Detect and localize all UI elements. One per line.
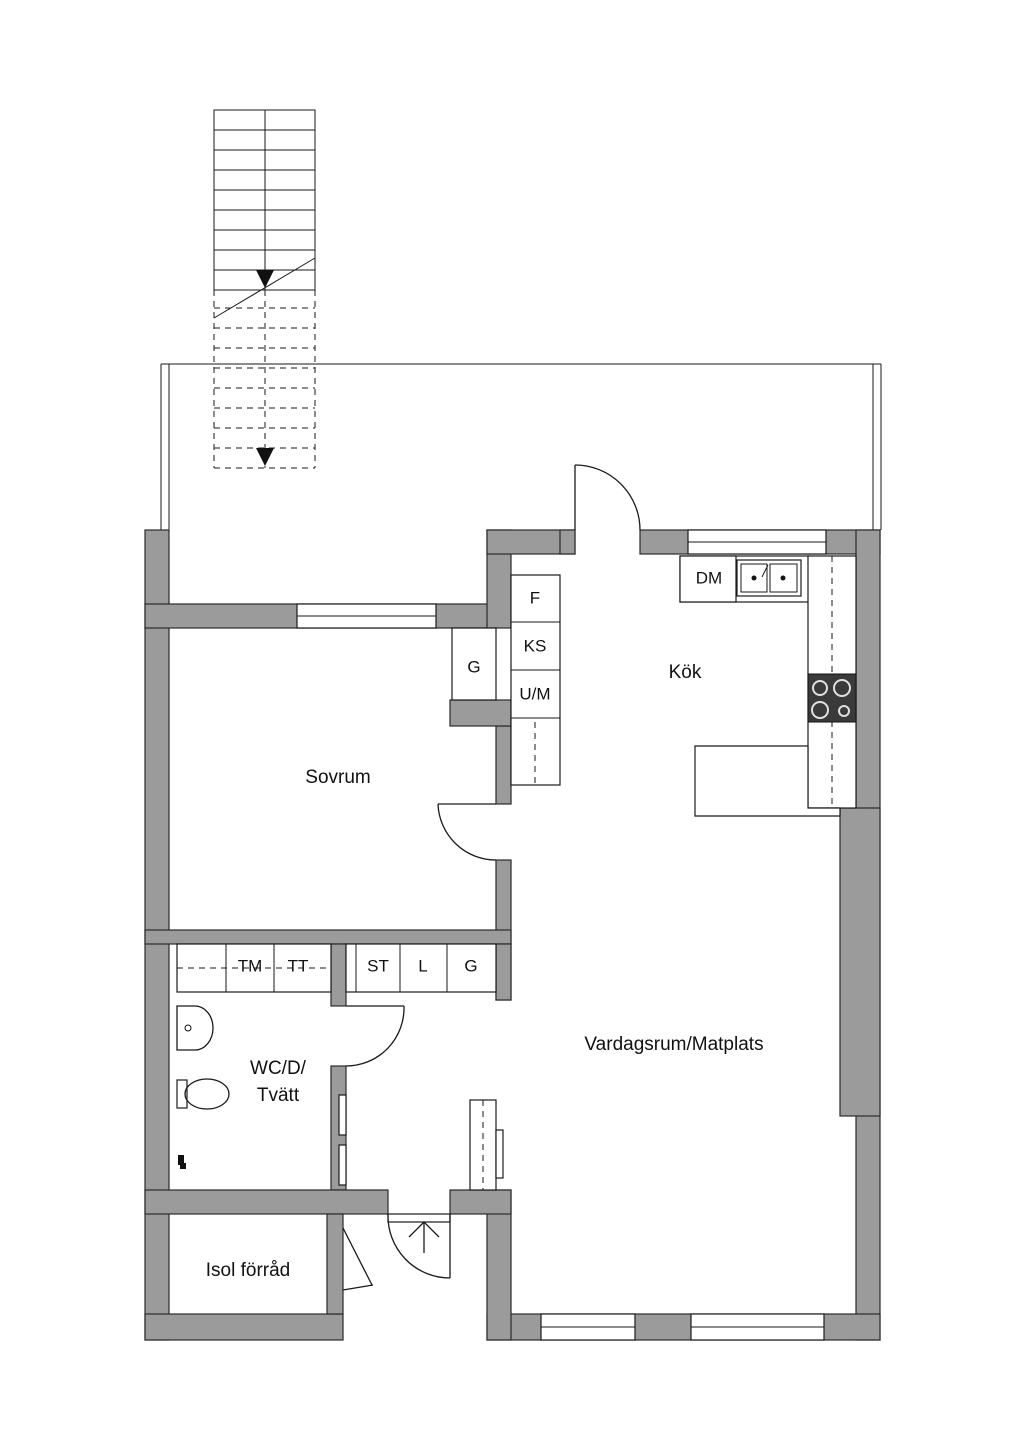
hall-cabinets — [338, 943, 504, 1191]
fixture-labels: F KS U/M DM G TM TT ST L G — [238, 568, 723, 975]
walls — [144, 529, 881, 1341]
fixture-label-wardrobe-hall: G — [464, 956, 477, 975]
fixture-label-wardrobe-bedroom: G — [467, 657, 480, 676]
radiator-icon — [495, 1129, 504, 1179]
fixture-label-oven-micro: U/M — [519, 684, 550, 703]
room-label-living: Vardagsrum/Matplats — [584, 1034, 763, 1055]
upper-floor-outline — [160, 363, 882, 530]
sink-icon — [736, 559, 802, 597]
fixture-label-linen-cabinet: L — [418, 956, 427, 975]
bathroom-fixtures — [176, 943, 332, 1169]
kitchen-fixtures — [510, 555, 857, 817]
fixture-label-drying-cabinet: TT — [288, 956, 309, 975]
room-labels: Sovrum Kök Vardagsrum/Matplats WC/D/ Tvä… — [206, 662, 764, 1281]
doors — [342, 464, 641, 1291]
arrow-down-icon — [256, 270, 274, 288]
fixture-label-fridge: F — [530, 588, 540, 607]
fixture-label-dryer: TM — [238, 956, 263, 975]
radiator-icon — [338, 1094, 347, 1136]
radiator-icon — [338, 1144, 347, 1186]
fixture-label-freezer: KS — [524, 636, 547, 655]
room-label-storage: Isol förråd — [206, 1260, 290, 1281]
room-label-kitchen: Kök — [669, 662, 702, 683]
tap-icon — [178, 1155, 186, 1169]
room-label-bathroom-line1: WC/D/ — [250, 1058, 307, 1079]
washbasin-icon — [176, 1005, 214, 1051]
toilet-icon — [176, 1078, 230, 1110]
windows — [296, 529, 827, 1341]
room-label-bedroom: Sovrum — [305, 767, 370, 788]
staircase — [213, 109, 316, 469]
room-label-bathroom-line2: Tvätt — [257, 1085, 300, 1106]
bedroom-wardrobe — [451, 627, 497, 701]
fixture-label-dishwasher: DM — [696, 568, 722, 587]
stove-icon — [807, 673, 857, 723]
fixture-label-cleaning-cabinet: ST — [367, 956, 389, 975]
arrow-down-icon — [256, 448, 274, 466]
